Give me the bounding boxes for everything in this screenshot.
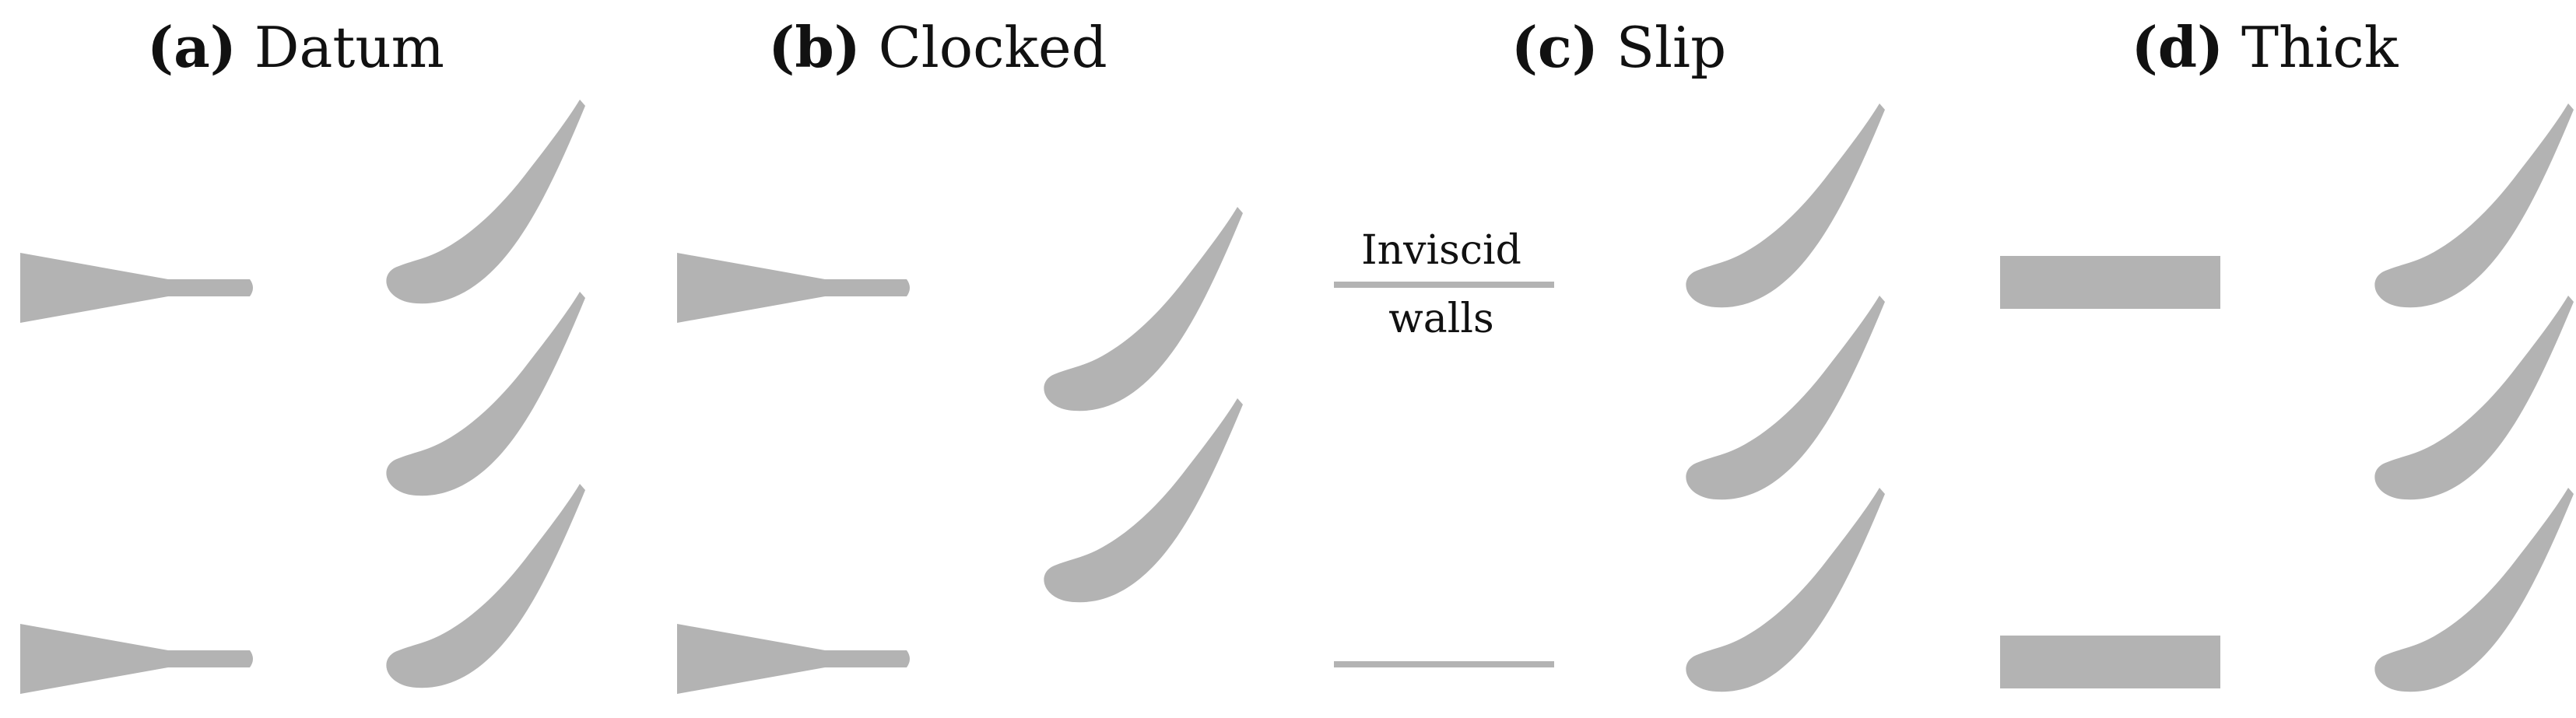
thick-bar-top — [2000, 256, 2220, 309]
panel-b-geometry — [677, 207, 1243, 694]
panel-name: Datum — [254, 15, 444, 80]
annotation-walls: walls — [1388, 296, 1494, 342]
blade — [1044, 207, 1243, 412]
blade — [386, 100, 585, 304]
blade — [386, 292, 585, 496]
inviscid-wall-top — [1334, 282, 1554, 288]
thick-bar-bottom — [2000, 636, 2220, 688]
panel-d-geometry — [2000, 103, 2574, 692]
panel-a-geometry — [20, 100, 585, 694]
panel-title-clocked: (b) Clocked — [768, 14, 1107, 80]
blade — [2374, 296, 2574, 500]
blade — [1686, 296, 1885, 500]
panel-tag: (d) — [2131, 14, 2224, 80]
panel-title-slip: (c) Slip — [1511, 14, 1726, 80]
inviscid-wall-bottom — [1334, 661, 1554, 667]
panel-tag: (a) — [147, 14, 237, 80]
wake-bar-bottom — [677, 624, 910, 694]
panel-name: Slip — [1616, 15, 1727, 80]
panel-tag: (c) — [1511, 14, 1599, 80]
wake-bar-top — [20, 253, 253, 323]
blade — [386, 484, 585, 688]
panel-name: Clocked — [878, 15, 1107, 80]
blade — [2374, 103, 2574, 308]
blade — [1686, 488, 1885, 692]
blade — [1686, 103, 1885, 308]
wake-bar-top — [677, 253, 910, 323]
panel-c-geometry — [1334, 103, 1885, 692]
panel-title-thick: (d) Thick — [2132, 14, 2399, 80]
wake-bar-bottom — [20, 624, 253, 694]
blade — [1044, 398, 1243, 603]
annotation-inviscid: Inviscid — [1361, 227, 1521, 274]
panel-title-datum: (a) Datum — [147, 14, 444, 80]
blade — [2374, 488, 2574, 692]
panel-tag: (b) — [768, 14, 861, 80]
panel-name: Thick — [2241, 15, 2399, 80]
